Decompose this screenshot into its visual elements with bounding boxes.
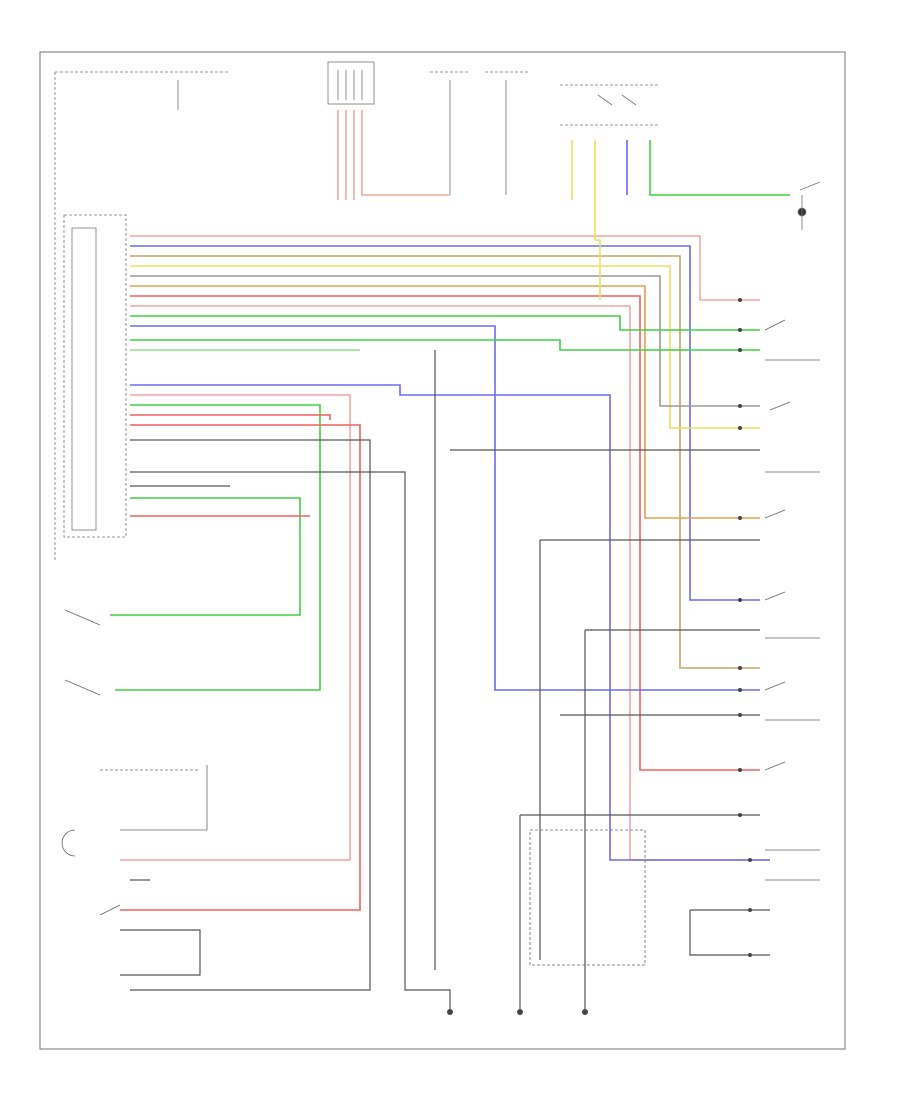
ground-wires bbox=[120, 350, 770, 1010]
wire-gray-1 bbox=[130, 275, 760, 407]
diagram-frame bbox=[39, 51, 846, 1050]
wire-pink-2 bbox=[130, 305, 770, 861]
wire-pink-top bbox=[130, 235, 760, 301]
top-fuse-blocks bbox=[54, 61, 821, 560]
wire-blue-top bbox=[130, 245, 760, 601]
wire-orange-1 bbox=[130, 285, 760, 519]
wire-red-1 bbox=[130, 295, 760, 771]
wire-tan-1 bbox=[130, 255, 760, 669]
left-components bbox=[61, 609, 208, 916]
wire-green-2 bbox=[130, 339, 760, 351]
right-switches bbox=[529, 319, 820, 966]
ground-symbols bbox=[447, 1009, 588, 1015]
wire-yellow-1 bbox=[130, 265, 760, 429]
wire-harness bbox=[110, 110, 790, 911]
wire-blue-2 bbox=[130, 325, 760, 691]
connector-pins bbox=[738, 298, 752, 957]
wire-green-1 bbox=[130, 315, 760, 331]
left-connector bbox=[63, 214, 127, 538]
